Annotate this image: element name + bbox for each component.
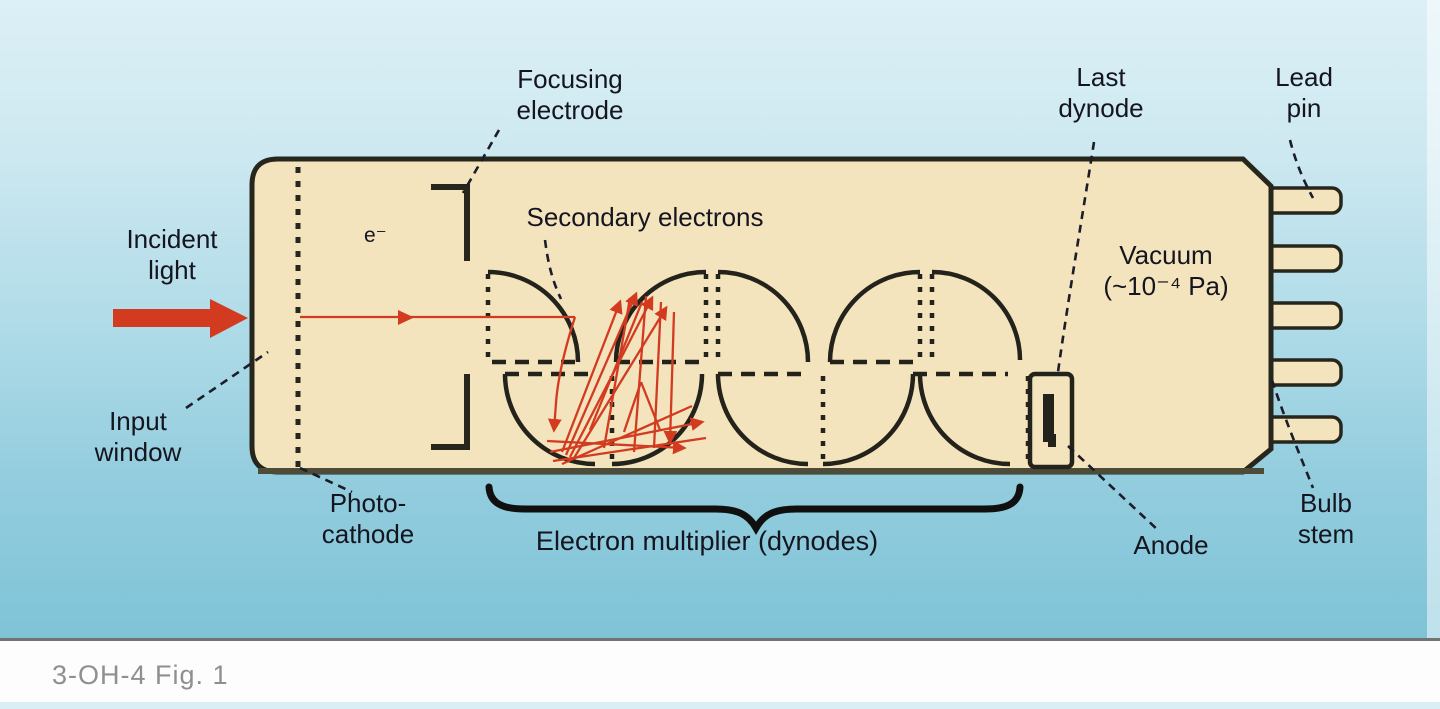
figure-caption: 3-OH-4 Fig. 1 — [52, 660, 229, 690]
label-secondary-electrons: Secondary electrons — [526, 202, 764, 232]
leader-lines — [185, 129, 1315, 533]
label-focusing-electrode: Focusing electrode — [516, 64, 624, 125]
anode-electrode — [1027, 371, 1075, 470]
right-edge-strip — [1427, 0, 1440, 638]
bottom-edge-strip — [0, 702, 1440, 709]
label-incident-light: Incident light — [126, 224, 218, 285]
lead-pins — [1260, 186, 1343, 444]
electron-trajectories — [300, 291, 707, 466]
focusing-electrode — [431, 184, 470, 450]
label-photo-cathode: Photo- cathode — [321, 488, 415, 549]
incident-light-arrow — [113, 299, 248, 338]
label-lead-pin: Lead pin — [1275, 62, 1333, 123]
label-vacuum: Vacuum (~10⁻⁴ Pa) — [1103, 240, 1229, 301]
label-last-dynode: Last dynode — [1058, 62, 1144, 123]
dynode-array — [485, 269, 1031, 467]
label-anode: Anode — [1133, 530, 1209, 560]
dynode-brace — [485, 483, 1024, 536]
label-bulb-stem: Bulb stem — [1297, 488, 1355, 549]
separator-line — [0, 638, 1440, 641]
label-electron-symbol: e⁻ — [364, 224, 387, 247]
label-electron-multiplier: Electron multiplier (dynodes) — [535, 526, 879, 556]
label-input-window: Input window — [94, 406, 182, 467]
caption-band — [0, 641, 1440, 702]
